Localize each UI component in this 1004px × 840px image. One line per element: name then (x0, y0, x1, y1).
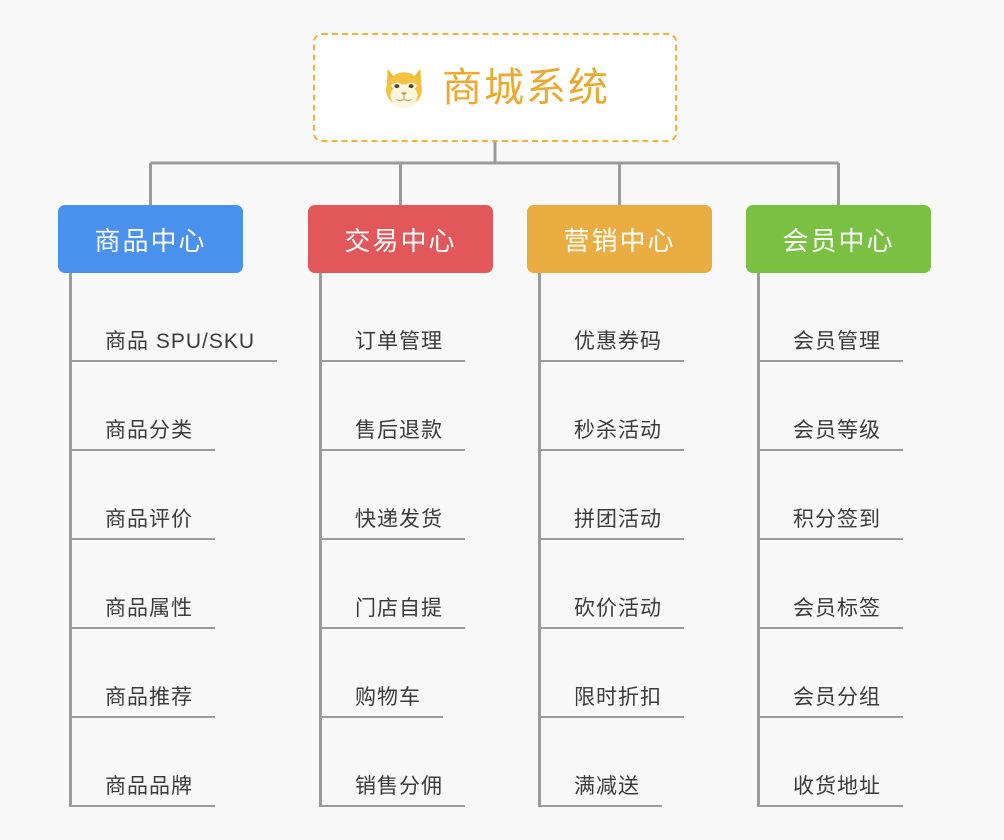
category-label: 营销中心 (563, 225, 676, 256)
leaf-item[interactable]: 砍价活动 (527, 540, 712, 629)
leaf-label: 销售分佣 (355, 774, 443, 798)
leaf-label: 商品评价 (105, 507, 193, 531)
leaf-item[interactable]: 购物车 (308, 629, 493, 718)
leaf-item[interactable]: 会员等级 (746, 362, 931, 451)
leaf-underline: 售后退款 (319, 419, 465, 451)
category-header[interactable]: 营销中心 (527, 205, 712, 273)
leaf-underline: 商品评价 (69, 508, 215, 540)
leaf-underline: 砍价活动 (538, 597, 684, 629)
leaf-label: 商品分类 (105, 418, 193, 442)
branch-spine (538, 273, 541, 807)
leaf-label: 砍价活动 (574, 596, 662, 620)
leaf-label: 积分签到 (793, 507, 881, 531)
leaf-item[interactable]: 优惠券码 (527, 273, 712, 362)
leaf-item[interactable]: 会员管理 (746, 273, 931, 362)
branch-spine (757, 273, 760, 807)
dog-face-icon (380, 64, 428, 112)
leaf-underline: 商品 SPU/SKU (69, 329, 278, 362)
leaf-label: 会员标签 (793, 596, 881, 620)
leaf-item[interactable]: 门店自提 (308, 540, 493, 629)
leaf-label: 满减送 (574, 774, 640, 798)
category-header[interactable]: 交易中心 (308, 205, 493, 273)
leaf-item[interactable]: 收货地址 (746, 718, 931, 807)
leaf-item[interactable]: 商品推荐 (58, 629, 243, 718)
leaf-item[interactable]: 满减送 (527, 718, 712, 807)
leaf-underline: 会员分组 (757, 686, 903, 718)
leaf-item[interactable]: 会员分组 (746, 629, 931, 718)
leaf-underline: 购物车 (319, 686, 443, 718)
leaf-underline: 限时折扣 (538, 686, 684, 718)
leaf-item[interactable]: 限时折扣 (527, 629, 712, 718)
leaf-underline: 商品分类 (69, 419, 215, 451)
leaf-underline: 收货地址 (757, 775, 903, 807)
leaf-list: 订单管理售后退款快递发货门店自提购物车销售分佣 (308, 273, 493, 807)
branch-spine (69, 273, 72, 807)
leaf-label: 购物车 (355, 685, 421, 709)
leaf-underline: 订单管理 (319, 330, 465, 362)
branch-spine (319, 273, 322, 807)
leaf-label: 限时折扣 (574, 685, 662, 709)
leaf-label: 快递发货 (355, 507, 443, 531)
leaf-underline: 优惠券码 (538, 330, 684, 362)
leaf-item[interactable]: 秒杀活动 (527, 362, 712, 451)
leaf-list: 会员管理会员等级积分签到会员标签会员分组收货地址 (746, 273, 931, 807)
leaf-underline: 商品属性 (69, 597, 215, 629)
leaf-item[interactable]: 售后退款 (308, 362, 493, 451)
category-column: 营销中心优惠券码秒杀活动拼团活动砍价活动限时折扣满减送 (527, 205, 712, 807)
category-column: 商品中心商品 SPU/SKU 商品分类商品评价商品属性商品推荐商品品牌 (58, 205, 278, 807)
leaf-item[interactable]: 销售分佣 (308, 718, 493, 807)
leaf-label: 门店自提 (355, 596, 443, 620)
leaf-item[interactable]: 商品品牌 (58, 718, 243, 807)
leaf-underline: 会员标签 (757, 597, 903, 629)
leaf-item[interactable]: 快递发货 (308, 451, 493, 540)
leaf-label: 商品 SPU/SKU (105, 329, 256, 353)
leaf-label: 优惠券码 (574, 329, 662, 353)
leaf-item[interactable]: 拼团活动 (527, 451, 712, 540)
leaf-underline: 快递发货 (319, 508, 465, 540)
leaf-label: 拼团活动 (574, 507, 662, 531)
root-title: 商城系统 (442, 65, 610, 110)
leaf-underline: 销售分佣 (319, 775, 465, 807)
leaf-label: 会员管理 (793, 329, 881, 353)
leaf-label: 会员分组 (793, 685, 881, 709)
category-header[interactable]: 会员中心 (746, 205, 931, 273)
leaf-underline: 商品推荐 (69, 686, 215, 718)
leaf-item[interactable]: 商品评价 (58, 451, 243, 540)
category-column: 交易中心订单管理售后退款快递发货门店自提购物车销售分佣 (308, 205, 493, 807)
leaf-item[interactable]: 订单管理 (308, 273, 493, 362)
leaf-label: 秒杀活动 (574, 418, 662, 442)
leaf-list: 商品 SPU/SKU 商品分类商品评价商品属性商品推荐商品品牌 (58, 273, 278, 807)
category-header[interactable]: 商品中心 (58, 205, 243, 273)
category-label: 商品中心 (94, 225, 207, 256)
leaf-underline: 门店自提 (319, 597, 465, 629)
category-label: 会员中心 (782, 225, 895, 256)
leaf-underline: 秒杀活动 (538, 419, 684, 451)
leaf-underline: 会员等级 (757, 419, 903, 451)
leaf-underline: 拼团活动 (538, 508, 684, 540)
leaf-list: 优惠券码秒杀活动拼团活动砍价活动限时折扣满减送 (527, 273, 712, 807)
leaf-item[interactable]: 商品属性 (58, 540, 243, 629)
leaf-label: 商品品牌 (105, 774, 193, 798)
leaf-item[interactable]: 商品分类 (58, 362, 243, 451)
leaf-underline: 积分签到 (757, 508, 903, 540)
leaf-label: 售后退款 (355, 418, 443, 442)
leaf-underline: 商品品牌 (69, 775, 215, 807)
leaf-label: 收货地址 (793, 774, 881, 798)
leaf-underline: 会员管理 (757, 330, 903, 362)
leaf-item[interactable]: 积分签到 (746, 451, 931, 540)
leaf-label: 订单管理 (355, 329, 443, 353)
leaf-label: 商品属性 (105, 596, 193, 620)
leaf-label: 会员等级 (793, 418, 881, 442)
leaf-label: 商品推荐 (105, 685, 193, 709)
leaf-item[interactable]: 商品 SPU/SKU (58, 273, 278, 362)
category-label: 交易中心 (344, 225, 457, 256)
category-column: 会员中心会员管理会员等级积分签到会员标签会员分组收货地址 (746, 205, 931, 807)
root-node[interactable]: 商城系统 (313, 33, 677, 142)
leaf-underline: 满减送 (538, 775, 662, 807)
leaf-item[interactable]: 会员标签 (746, 540, 931, 629)
